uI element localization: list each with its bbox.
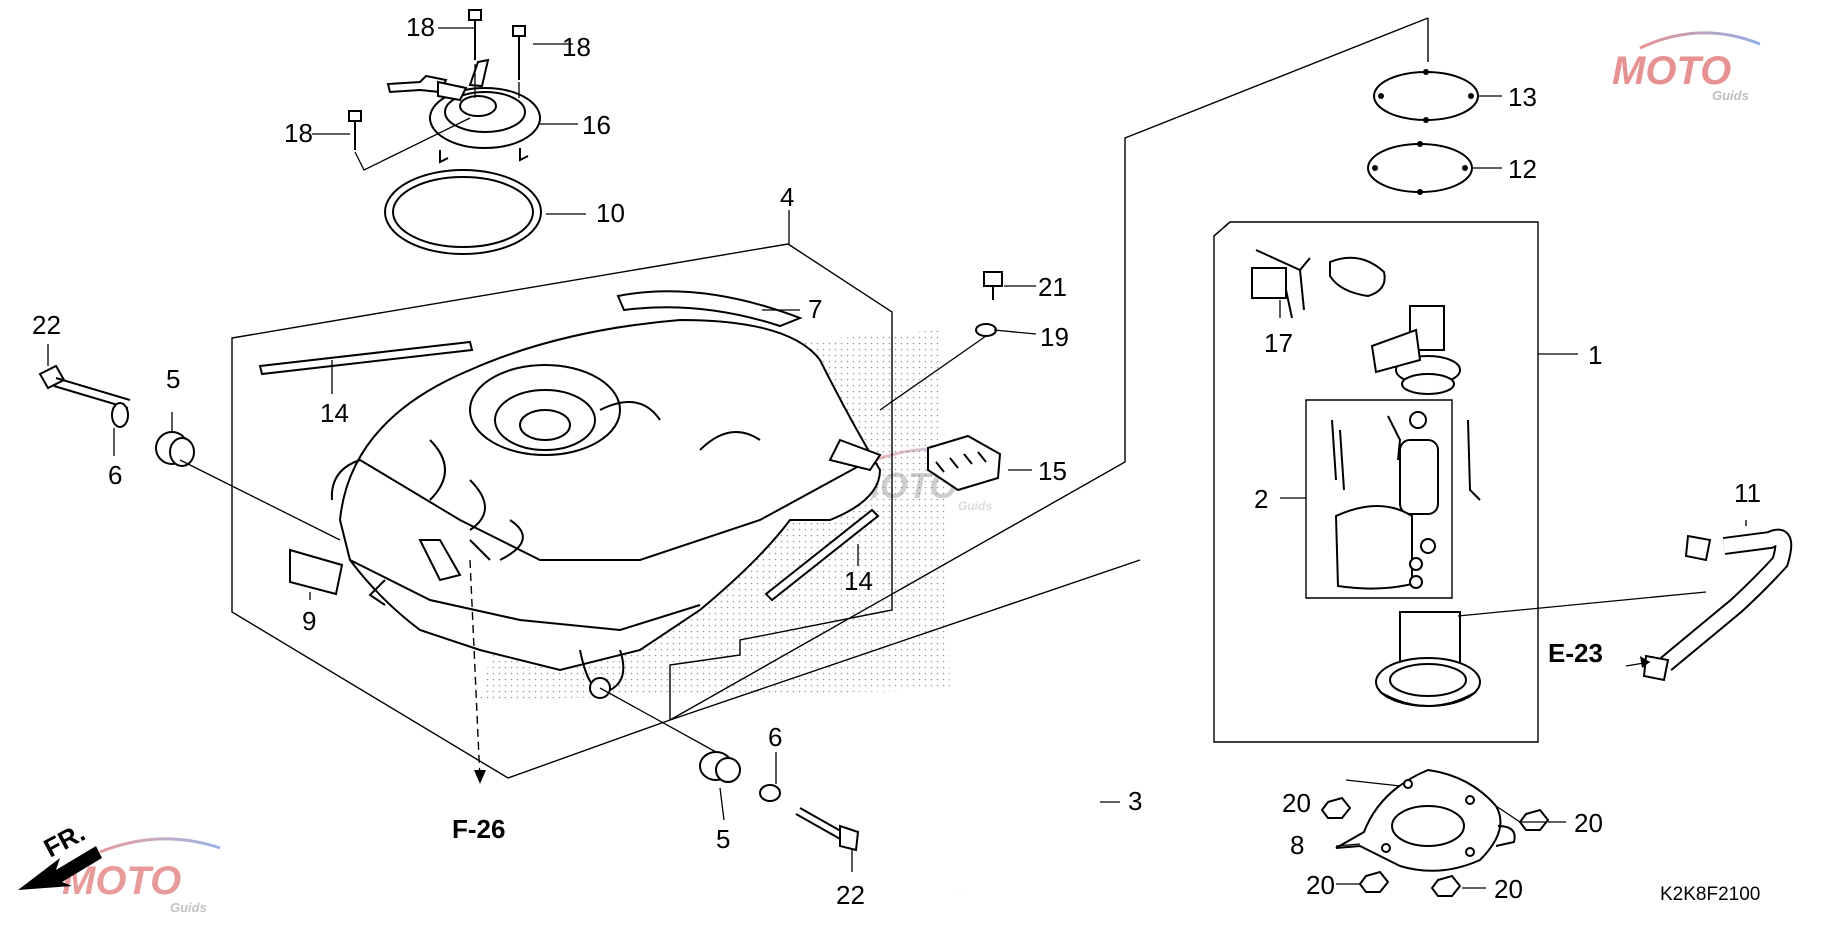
callout-12: 12 bbox=[1508, 154, 1537, 184]
callout-5-left: 5 bbox=[166, 364, 180, 394]
fuel-pump-group-dash bbox=[1213, 221, 1231, 237]
filler-cap bbox=[386, 58, 541, 164]
bolt-22b bbox=[795, 807, 860, 852]
callout-8: 8 bbox=[1290, 830, 1304, 860]
pump-top bbox=[1370, 305, 1461, 395]
watermark-brand: MOTO bbox=[1612, 49, 1731, 93]
breather-hose-3 bbox=[959, 558, 1152, 891]
setting-plate-8 bbox=[1335, 768, 1516, 872]
tank-group-outline bbox=[231, 243, 893, 779]
label-9 bbox=[289, 548, 344, 596]
bolt-18b bbox=[512, 25, 526, 80]
ring-13 bbox=[1373, 69, 1479, 123]
callout-4: 4 bbox=[780, 182, 794, 212]
pump-internals-2 bbox=[1331, 411, 1481, 590]
callout-21: 21 bbox=[1038, 272, 1067, 302]
callout-14-left: 14 bbox=[320, 398, 349, 428]
callout-22-bottom: 22 bbox=[836, 880, 865, 910]
callout-6-bottom: 6 bbox=[768, 722, 782, 752]
callout-2: 2 bbox=[1254, 484, 1268, 514]
callout-5-bottom: 5 bbox=[716, 824, 730, 854]
fuel-tank bbox=[330, 318, 882, 699]
callout-20-c: 20 bbox=[1306, 870, 1335, 900]
callout-3: 3 bbox=[1128, 786, 1142, 816]
callout-16: 16 bbox=[582, 110, 611, 140]
callout-1: 1 bbox=[1588, 340, 1602, 370]
callout-18-c: 18 bbox=[284, 118, 313, 148]
seal-strip-7 bbox=[616, 290, 803, 328]
callout-19: 19 bbox=[1040, 322, 1069, 352]
callout-22-left: 22 bbox=[32, 310, 61, 340]
bolt-18c bbox=[348, 110, 362, 150]
nut-20d bbox=[1430, 874, 1462, 897]
damper-5b bbox=[699, 751, 741, 783]
pump-subassembly-outline bbox=[1305, 399, 1453, 599]
fuel-hose-11 bbox=[1642, 528, 1793, 682]
bolt-21 bbox=[983, 271, 1003, 300]
callout-11: 11 bbox=[1734, 478, 1761, 508]
callout-9: 9 bbox=[302, 606, 316, 636]
watermark-top-right: MOTO Guids bbox=[1612, 31, 1761, 103]
bracket-15 bbox=[927, 434, 1002, 492]
nut-20c bbox=[1358, 870, 1390, 893]
callout-20-d: 20 bbox=[1494, 874, 1523, 904]
callout-10: 10 bbox=[596, 198, 625, 228]
watermark-sub: Guids bbox=[958, 499, 992, 513]
seal-rubber-14a bbox=[258, 340, 474, 376]
watermark-bottom-left: MOTO Guids bbox=[62, 837, 221, 915]
callout-14-right: 14 bbox=[844, 566, 873, 596]
level-sensor-17 bbox=[1251, 249, 1386, 319]
fuel-pump-group-outline bbox=[1213, 221, 1539, 743]
reference-e23[interactable]: E-23 bbox=[1548, 638, 1603, 668]
pump-group-leader bbox=[669, 17, 1429, 721]
watermark-sub: Guids bbox=[170, 900, 207, 915]
callouts: 1 2 3 4 5 5 6 6 7 8 9 10 11 13 12 14 14 … bbox=[32, 12, 1761, 910]
callout-15: 15 bbox=[1038, 456, 1067, 486]
nut-20b bbox=[1518, 808, 1550, 831]
leader-lines bbox=[47, 27, 1747, 889]
collar-6b bbox=[759, 784, 781, 802]
nut-20a bbox=[1320, 796, 1352, 819]
damper-5a bbox=[155, 431, 195, 467]
bolt-18a bbox=[468, 9, 482, 60]
collar-6a bbox=[111, 402, 129, 428]
callout-17: 17 bbox=[1264, 328, 1293, 358]
callout-7: 7 bbox=[808, 294, 822, 324]
pump-flange bbox=[1375, 611, 1481, 707]
callout-20-a: 20 bbox=[1282, 788, 1311, 818]
bolt-22a bbox=[38, 364, 131, 409]
reference-f26[interactable]: F-26 bbox=[452, 814, 505, 844]
callout-20-b: 20 bbox=[1574, 808, 1603, 838]
watermark-sub: Guids bbox=[1712, 88, 1749, 103]
ring-12 bbox=[1367, 141, 1473, 195]
diagram-code: K2K8F2100 bbox=[1660, 884, 1760, 905]
gasket-10 bbox=[384, 169, 542, 255]
callout-18-a: 18 bbox=[406, 12, 435, 42]
callout-18-b: 18 bbox=[562, 32, 591, 62]
callout-6-left: 6 bbox=[108, 460, 122, 490]
callout-12-13-a: 13 bbox=[1508, 82, 1537, 112]
seal-rubber-14b bbox=[764, 508, 880, 602]
front-arrow-icon bbox=[18, 846, 102, 890]
washer-19 bbox=[975, 323, 997, 337]
breather-hose-3-inner bbox=[959, 554, 1156, 895]
